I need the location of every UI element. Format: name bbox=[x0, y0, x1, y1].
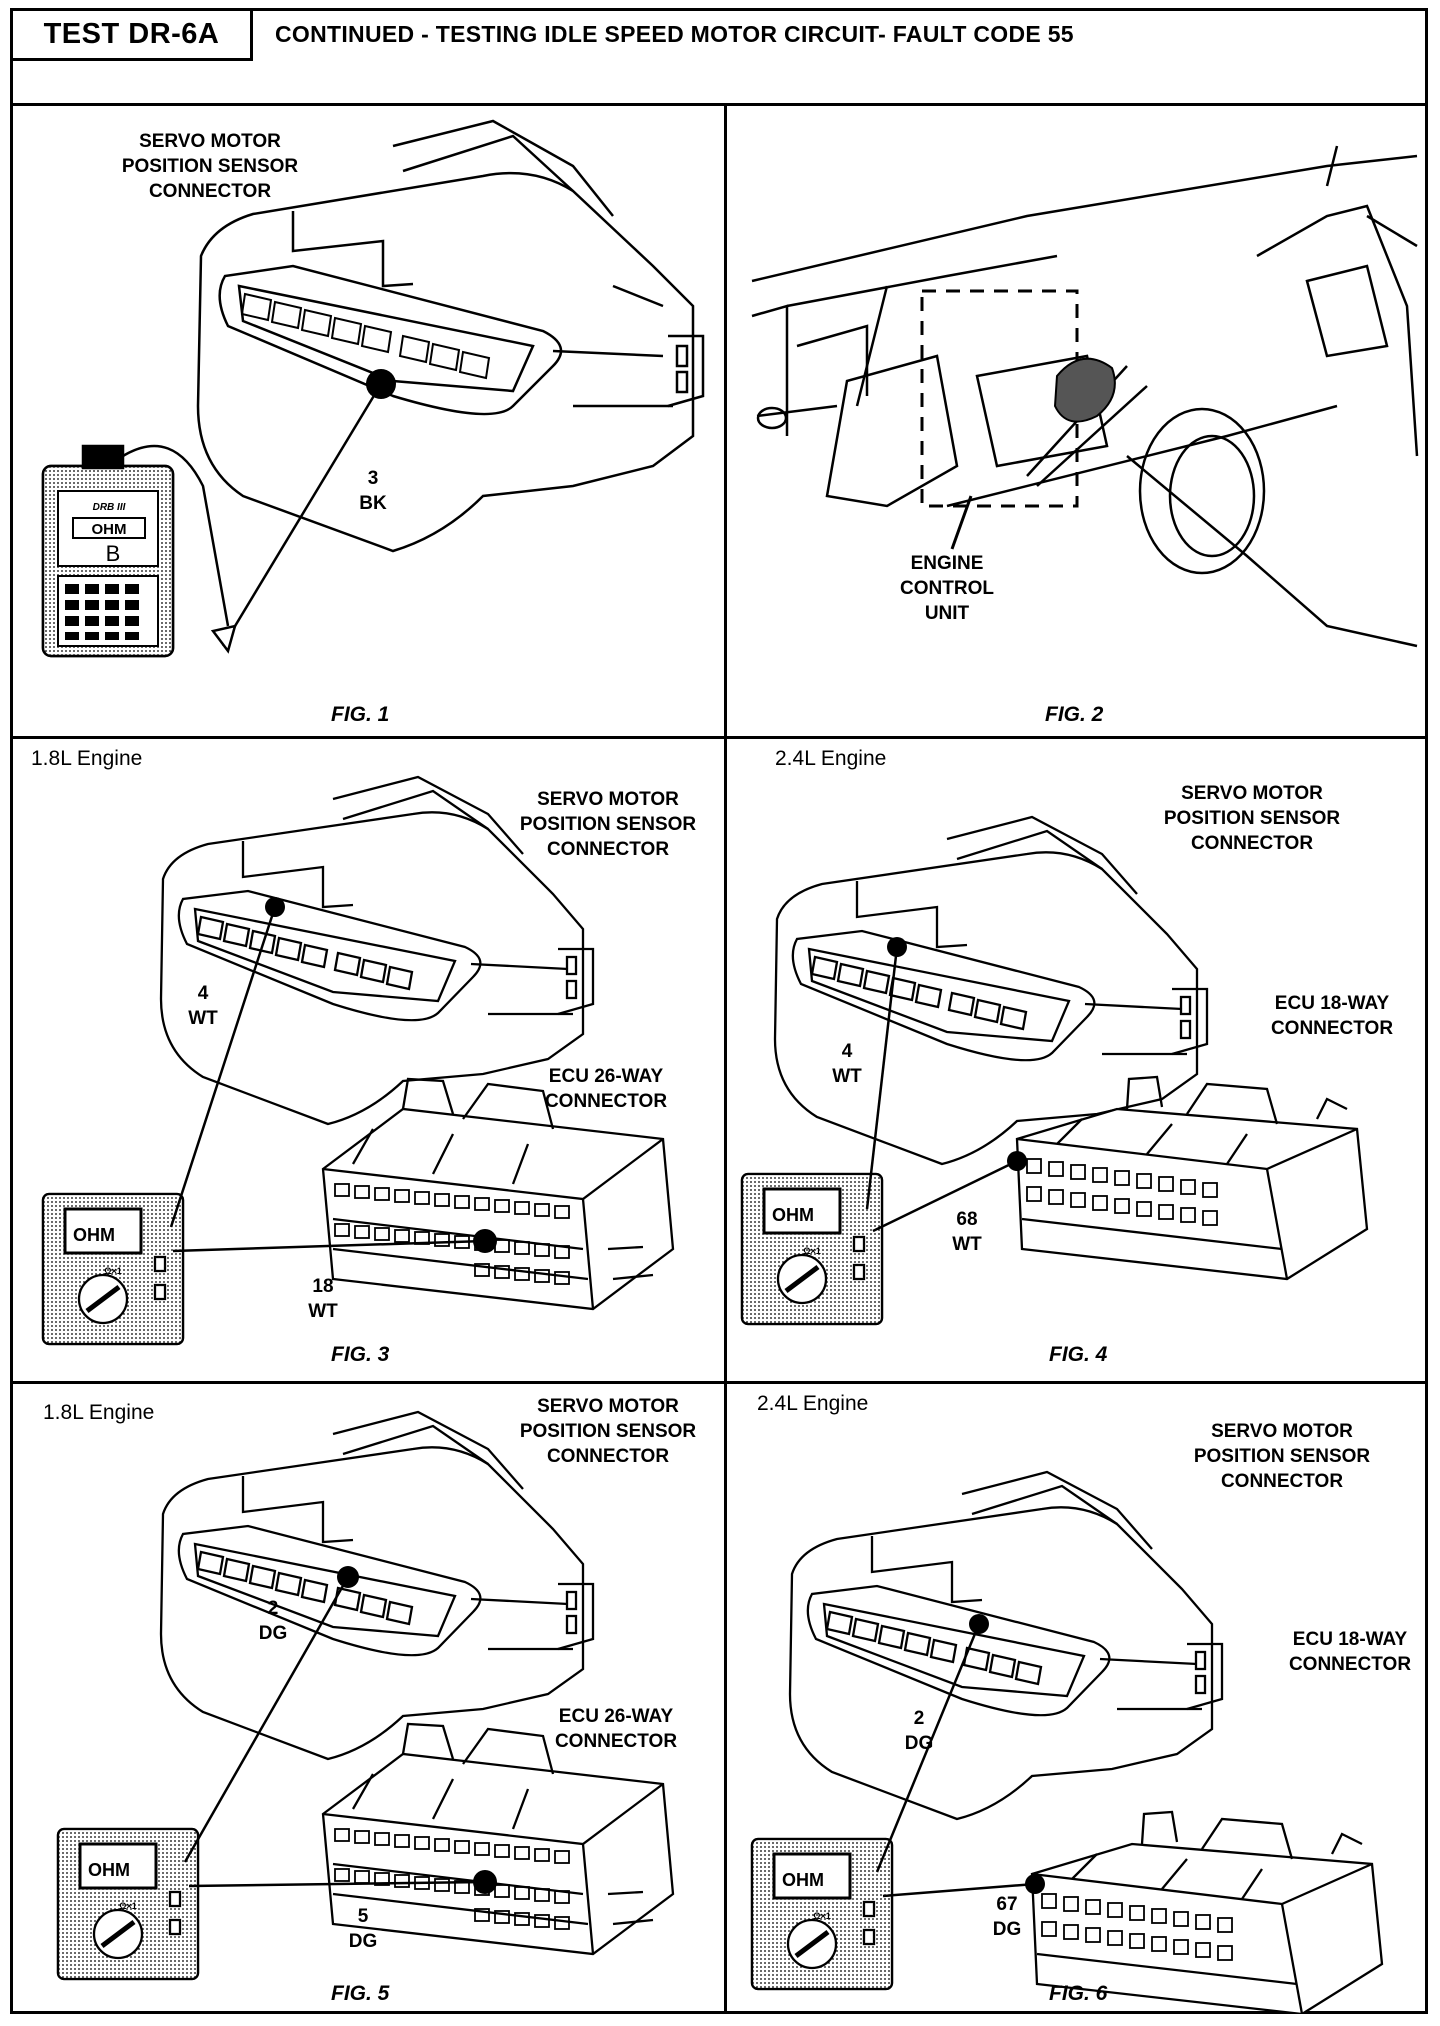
lead-b bbox=[882, 1882, 1036, 1898]
meter-range: Ω×1 bbox=[803, 1246, 820, 1256]
fig4-connector-label: SERVO MOTOR POSITION SENSOR CONNECTOR bbox=[1163, 783, 1341, 854]
figure-3: OHM Ω×1 1.8L Engine SERVO MOTOR POSITION… bbox=[13, 739, 724, 1381]
probe-lead bbox=[221, 383, 383, 647]
meter-range: Ω×1 bbox=[813, 1911, 830, 1921]
test-title: CONTINUED - TESTING IDLE SPEED MOTOR CIR… bbox=[275, 21, 1074, 47]
meter-display: OHM bbox=[73, 1225, 115, 1245]
figure-2: ENGINE CONTROL UNIT FIG. 2 bbox=[727, 106, 1431, 736]
fig1-drawing: OHM DRB III B bbox=[41, 119, 705, 658]
fig4-caption: FIG. 4 bbox=[1049, 1343, 1108, 1366]
fig5-connector-label: SERVO MOTOR POSITION SENSOR CONNECTOR bbox=[519, 1396, 697, 1467]
lead-a bbox=[865, 946, 899, 1210]
fig3-caption: FIG. 3 bbox=[331, 1343, 390, 1366]
tester-mode: B bbox=[106, 541, 121, 566]
fig3-connector-label: SERVO MOTOR POSITION SENSOR CONNECTOR bbox=[519, 789, 697, 860]
fig6-pin-a-label: 2 DG bbox=[904, 1708, 934, 1754]
lead-a bbox=[875, 1623, 981, 1873]
fig4-pin-a-label: 4 WT bbox=[832, 1041, 862, 1087]
fig6-engine-label: 2.4L Engine bbox=[757, 1392, 869, 1415]
lead-b bbox=[172, 1239, 486, 1253]
lead-b bbox=[872, 1159, 1018, 1233]
tester-display: OHM bbox=[92, 521, 127, 538]
ecu-connector-blob bbox=[1053, 357, 1116, 423]
fig3-engine-label: 1.8L Engine bbox=[31, 747, 143, 770]
figure-6: OHM Ω×1 2.4L Engine SERVO MOTOR POSITION… bbox=[727, 1384, 1431, 2014]
servo-connector-drawing bbox=[196, 119, 705, 553]
ecu-highlight-box bbox=[920, 289, 1079, 508]
fig6-connector-label: SERVO MOTOR POSITION SENSOR CONNECTOR bbox=[1193, 1421, 1371, 1492]
fig3-pin-a-label: 4 WT bbox=[188, 983, 218, 1029]
fig5-caption: FIG. 5 bbox=[331, 1982, 390, 2005]
fig6-ecu-label: ECU 18-WAY CONNECTOR bbox=[1288, 1629, 1412, 1675]
fig4-drawing: OHM Ω×1 bbox=[727, 815, 1369, 1381]
fig4-pin-b-label: 68 WT bbox=[952, 1209, 982, 1255]
fig6-drawing: OHM Ω×1 bbox=[727, 1470, 1384, 2014]
figure-4: OHM Ω×1 2.4L Engine SERVO MOTOR POSITION… bbox=[727, 739, 1431, 1381]
lead-a bbox=[169, 906, 277, 1228]
lead-a bbox=[183, 1576, 350, 1863]
fig3-pin-b-label: 18 WT bbox=[308, 1276, 338, 1322]
fig5-pin-b-label: 5 DG bbox=[348, 1906, 378, 1952]
meter-display: OHM bbox=[772, 1205, 814, 1225]
ecu-leader-line bbox=[950, 495, 973, 550]
dashboard-drawing bbox=[751, 145, 1419, 648]
meter-display: OHM bbox=[88, 1860, 130, 1880]
tester-brand: DRB III bbox=[93, 502, 126, 513]
fig6-pin-b-label: 67 DG bbox=[992, 1894, 1022, 1940]
meter-display: OHM bbox=[782, 1870, 824, 1890]
figure-grid: OHM DRB III B SERVO MOTOR POSITION SENSO… bbox=[13, 106, 1425, 2014]
fig5-pin-a-label: 2 DG bbox=[258, 1598, 288, 1644]
fig1-connector-label: SERVO MOTOR POSITION SENSOR CONNECTOR bbox=[121, 131, 299, 202]
lead-b bbox=[188, 1880, 486, 1888]
grid-divider-vertical bbox=[724, 106, 727, 2014]
fig5-drawing: OHM Ω×1 bbox=[13, 1410, 675, 2014]
fig2-ecu-label: ENGINE CONTROL UNIT bbox=[900, 553, 994, 624]
fig4-engine-label: 2.4L Engine bbox=[775, 747, 887, 770]
figure-5: OHM Ω×1 1.8L Engine SERVO MOTOR POSITION… bbox=[13, 1384, 724, 2014]
tester-keypad bbox=[65, 584, 139, 640]
figure-1: OHM DRB III B SERVO MOTOR POSITION SENSO… bbox=[13, 106, 724, 736]
fig1-pin-label: 3 BK bbox=[359, 468, 387, 514]
fig5-engine-label: 1.8L Engine bbox=[43, 1401, 155, 1424]
servo-pin-cavities bbox=[240, 292, 491, 380]
header: TEST DR-6A CONTINUED - TESTING IDLE SPEE… bbox=[13, 11, 1425, 106]
meter-range: Ω×1 bbox=[104, 1266, 121, 1276]
fig3-drawing: OHM Ω×1 bbox=[13, 775, 675, 1381]
grid-divider-row-1 bbox=[13, 736, 1425, 739]
grid-divider-row-2 bbox=[13, 1381, 1425, 1384]
fig2-drawing bbox=[751, 145, 1419, 648]
fig4-ecu-label: ECU 18-WAY CONNECTOR bbox=[1270, 993, 1394, 1039]
tester-display-frame bbox=[72, 517, 146, 539]
fig2-caption: FIG. 2 bbox=[1045, 703, 1104, 726]
diagram-sheet: TEST DR-6A CONTINUED - TESTING IDLE SPEE… bbox=[10, 8, 1428, 2014]
test-id: TEST DR-6A bbox=[13, 11, 253, 61]
fig3-ecu-label: ECU 26-WAY CONNECTOR bbox=[544, 1066, 668, 1112]
fig1-caption: FIG. 1 bbox=[331, 703, 390, 726]
meter-range: Ω×1 bbox=[119, 1901, 136, 1911]
fig6-caption: FIG. 6 bbox=[1049, 1982, 1108, 2005]
fig5-ecu-label: ECU 26-WAY CONNECTOR bbox=[554, 1706, 678, 1752]
